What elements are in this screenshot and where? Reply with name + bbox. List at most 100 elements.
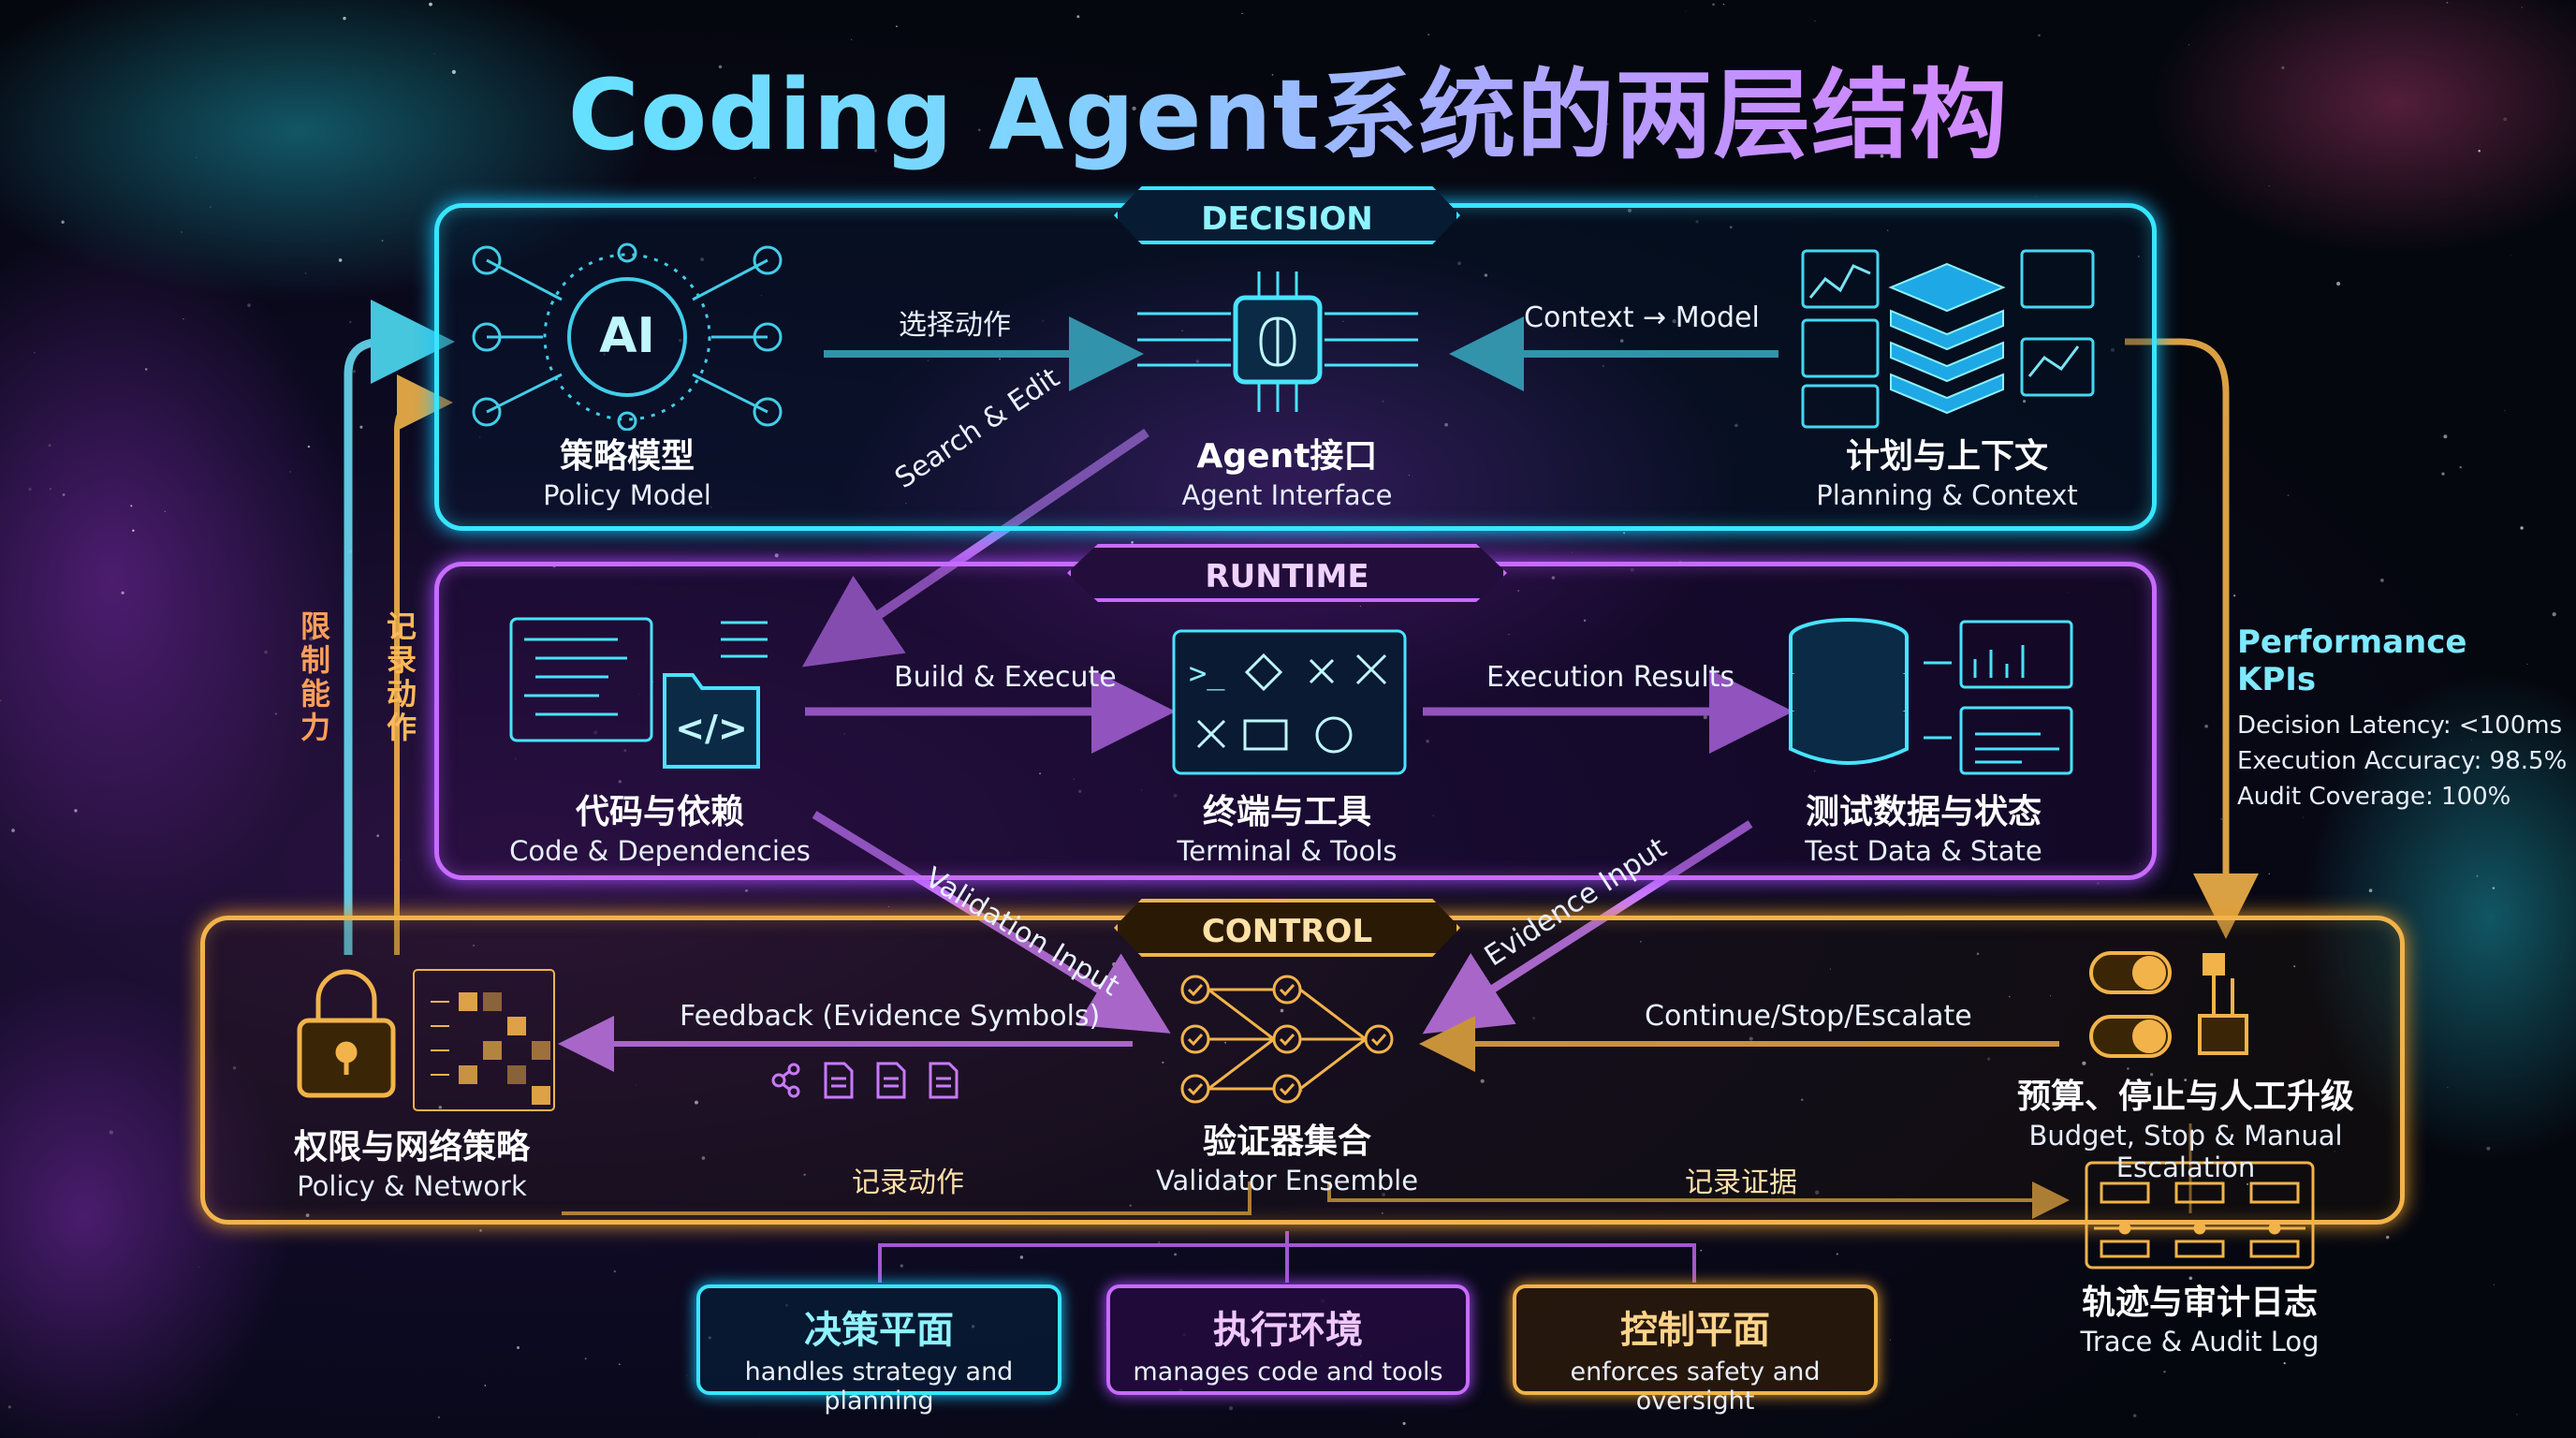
star — [2520, 526, 2524, 530]
star — [274, 712, 277, 715]
summary-decision-zh: 决策平面 — [804, 1309, 954, 1352]
star — [1672, 318, 1676, 324]
ai-icon-text: AI — [599, 308, 655, 364]
policy-model-node: 策略模型 Policy Model — [487, 429, 768, 511]
star — [1019, 1255, 1024, 1259]
star — [2163, 1371, 2166, 1373]
star — [1685, 10, 1687, 12]
star — [1042, 319, 1045, 322]
planning-context-node: 计划与上下文 Planning & Context — [1778, 429, 2115, 511]
policy-network-zh: 权限与网络策略 — [293, 1128, 530, 1167]
runtime-environment-label: RUNTIME ENVIRONMENT — [1067, 544, 1507, 602]
star — [2097, 882, 2100, 885]
star — [1229, 1406, 1234, 1411]
star — [695, 1100, 698, 1105]
star — [593, 730, 598, 735]
test-data-node: 测试数据与状态 Test Data & State — [1769, 785, 2078, 867]
star — [2368, 888, 2373, 893]
star — [338, 258, 343, 262]
star — [2291, 668, 2293, 670]
star — [2476, 874, 2479, 877]
star — [1734, 423, 1738, 428]
star — [843, 733, 845, 735]
star — [1484, 273, 1488, 277]
terminal-prompt-text: >_ — [1189, 655, 1225, 691]
star — [74, 809, 78, 813]
star — [320, 1138, 325, 1143]
star — [2385, 1235, 2390, 1240]
star — [2493, 1284, 2496, 1286]
star — [2336, 281, 2341, 286]
star — [473, 945, 475, 946]
policy-network-en: Policy & Network — [297, 1170, 527, 1202]
star — [905, 503, 907, 505]
star — [479, 436, 481, 438]
code-folder-icon: </> — [509, 617, 768, 769]
star — [2341, 1082, 2343, 1084]
summary-control-en: enforces safety and oversight — [1570, 1357, 1821, 1416]
flow-log-action-side: 记录动作 — [382, 610, 417, 745]
star — [1829, 968, 1831, 970]
code-deps-node: 代码与依赖 Code & Dependencies — [505, 785, 814, 867]
star — [50, 488, 51, 490]
star — [1551, 576, 1556, 580]
star — [757, 1435, 759, 1437]
star — [873, 149, 878, 153]
star — [2035, 196, 2038, 198]
star — [1703, 715, 1707, 720]
star — [574, 503, 577, 505]
star — [181, 231, 183, 233]
star — [1640, 941, 1642, 943]
budget-node: 预算、停止与人工升级 Budget, Stop & Manual Escalat… — [1970, 1069, 2401, 1183]
star — [376, 834, 380, 838]
star — [2246, 1182, 2249, 1185]
star — [1800, 1098, 1804, 1101]
star — [678, 338, 682, 343]
star — [400, 859, 402, 861]
star — [774, 553, 779, 558]
star — [429, 2, 432, 7]
star — [1729, 226, 1733, 229]
star — [1262, 805, 1265, 808]
summary-runtime-en: manages code and tools — [1133, 1357, 1443, 1387]
star — [1866, 459, 1868, 461]
star — [2283, 1362, 2286, 1365]
star — [144, 368, 148, 371]
star — [11, 829, 15, 832]
star — [1444, 422, 1448, 427]
star — [2149, 1073, 2154, 1077]
star — [2486, 1146, 2491, 1151]
star — [1280, 1008, 1284, 1013]
star — [2516, 1414, 2518, 1416]
star — [1630, 567, 1634, 572]
star — [1700, 1249, 1703, 1252]
star — [1241, 12, 1243, 15]
star — [359, 425, 363, 429]
star — [2067, 592, 2069, 594]
star — [1712, 3, 1715, 6]
star — [1402, 1421, 1406, 1426]
star — [2443, 434, 2448, 439]
star — [1076, 15, 1080, 19]
star — [1382, 1212, 1383, 1214]
star — [2287, 494, 2290, 496]
star — [2110, 347, 2115, 352]
star — [1432, 814, 1434, 816]
star — [1695, 220, 1699, 224]
flow-feedback: Feedback (Evidence Symbols) — [680, 1000, 1101, 1033]
star — [2281, 66, 2285, 69]
star — [1077, 164, 1081, 168]
star — [2009, 995, 2011, 998]
star — [623, 749, 627, 753]
flow-execution-results: Execution Results — [1486, 661, 1735, 694]
star — [1342, 320, 1344, 322]
star — [1722, 3, 1725, 6]
star — [896, 25, 898, 27]
star — [121, 591, 124, 594]
audit-log-icon — [2085, 1161, 2315, 1269]
star — [1571, 551, 1573, 553]
decision-plane-label: DECISION PLANE — [1114, 186, 1460, 244]
star — [2380, 579, 2384, 582]
agent-interface-node: Agent接口 Agent Interface — [1137, 429, 1437, 511]
star — [304, 271, 307, 274]
